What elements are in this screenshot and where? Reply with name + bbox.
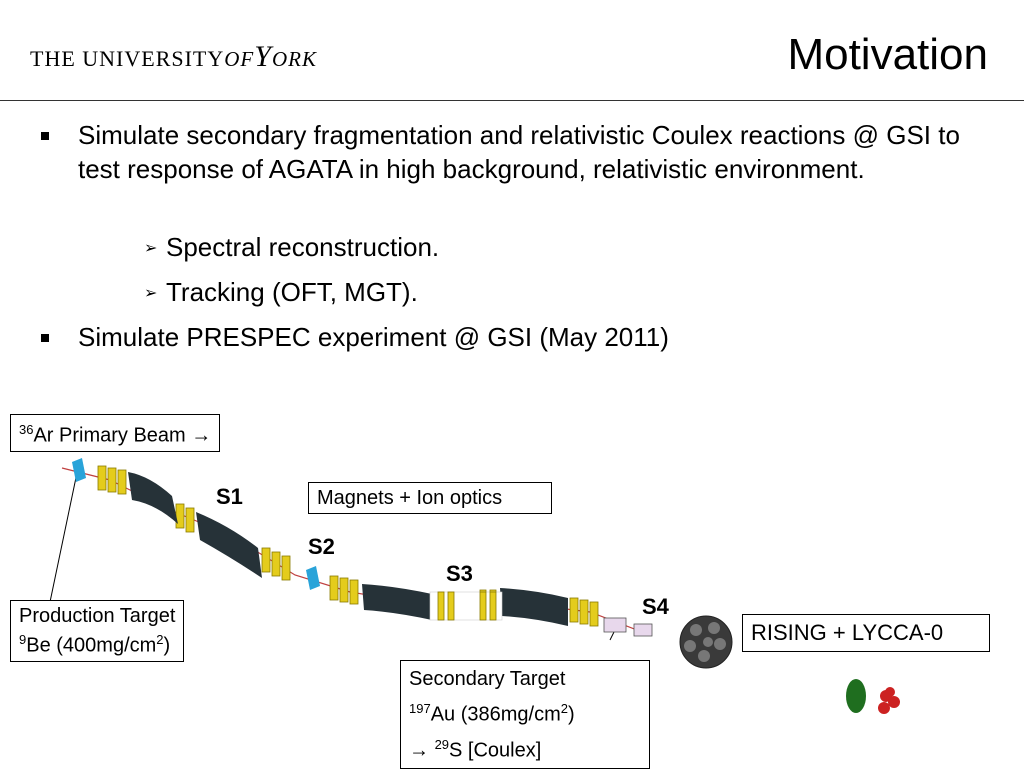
arrow-bullet-icon: ➢ [144,285,158,302]
rising-array-icon [679,615,733,669]
magnets-label: Magnets + Ion optics [308,482,552,514]
secondary-target-label: Secondary Target 197Au (386mg/cm2) → 29S… [400,660,650,769]
logo-york: York [254,40,317,73]
stage-label-s3: S3 [446,561,473,586]
production-target-label: Production Target 9Be (400mg/cm2) [10,600,185,662]
sub-bullet-text: Spectral reconstruction. [166,232,440,262]
sub-bullet-item: ➢ Spectral reconstruction. [144,230,440,264]
bullet-marker [41,334,49,342]
secondary-target-icon [603,617,627,633]
stage-label-s1: S1 [216,484,243,509]
university-logo: THE UNIVERSITYofYork [30,40,317,74]
sub-bullet-item: ➢ Tracking (OFT, MGT). [144,275,418,309]
sub-bullet-text: Tracking (OFT, MGT). [166,277,418,307]
beamline-diagram [49,458,900,714]
dipole-magnets [128,472,568,626]
bullet-text: Simulate PRESPEC experiment @ GSI (May 2… [78,322,669,352]
lycca-green-detector-icon [846,679,866,713]
stage-label-s2: S2 [308,534,335,559]
primary-beam-label: 36Ar Primary Beam → [10,414,221,452]
leader-line [49,467,79,603]
bullet-item: Simulate PRESPEC experiment @ GSI (May 2… [41,320,978,354]
production-target-icon [72,458,86,482]
lycca-red-detector-icon [878,687,900,714]
logo-of: of [224,40,255,73]
logo-text: THE UNIVERSITY [30,46,225,71]
rising-lycca-label: RISING + LYCCA-0 [742,614,990,652]
page-title: Motivation [787,30,988,79]
s2-detector-icon [306,566,320,590]
arrow-bullet-icon: ➢ [144,240,158,257]
bullet-text: Simulate secondary fragmentation and rel… [78,120,960,184]
stage-label-s4: S4 [642,594,669,619]
bullet-marker [41,132,49,140]
bullet-item: Simulate secondary fragmentation and rel… [41,118,978,186]
header-divider [0,100,1024,101]
